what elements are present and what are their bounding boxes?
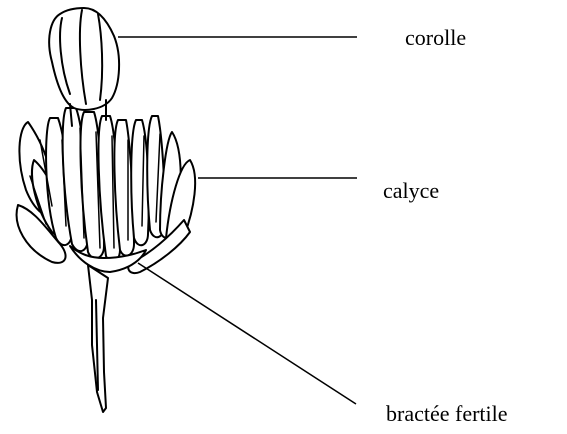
label-calyce: calyce [383,180,439,202]
inflorescence-drawing [17,8,196,412]
petal-right-1 [131,120,149,245]
leader-line-bractee [138,263,356,404]
label-bractee-fertile: bractée fertile [386,403,508,425]
label-corolle: corolle [405,27,466,49]
